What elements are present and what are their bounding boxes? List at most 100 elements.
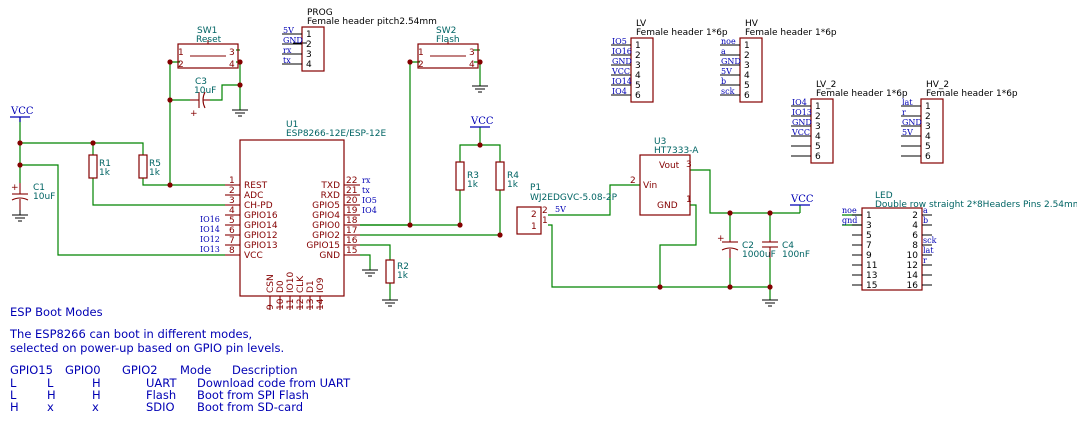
vcc-symbol-left: VCC (10, 106, 34, 122)
u1-pin-num: 20 (346, 196, 358, 206)
u3-pin-num: 2 (630, 176, 636, 186)
r4-resistor: R4 1k (495, 161, 519, 191)
u1-pin-name: IO10 (286, 272, 296, 293)
u1-pin-name: IO9 (316, 277, 326, 293)
wires (19, 49, 862, 300)
u1-pin-name: VCC (244, 251, 263, 261)
p1-power-connector: P1 WJ2EDGVC-5.08-2P 2 1 2 1 5V (516, 183, 618, 235)
p1-pin: 1 (531, 222, 537, 232)
u1-pin-num: 3 (229, 196, 235, 206)
hv-pin-num: 2 (744, 51, 750, 61)
lv-ref: LV (636, 19, 647, 29)
u1-pin-name: GPIO14 (244, 221, 278, 231)
hv-pin-num: 3 (744, 61, 750, 71)
u1-pin-num: 10 (276, 298, 286, 310)
lv2-pin-num: 5 (815, 142, 821, 152)
hv2-pin-num: 5 (925, 142, 931, 152)
net-label: GND (902, 118, 922, 127)
u1-pin-num: 4 (229, 206, 235, 216)
net-label: IO14 (612, 77, 632, 86)
net-label: a (923, 206, 928, 215)
sw2-pin: 4 (469, 60, 475, 70)
lv-pin-num: 2 (635, 51, 641, 61)
sw2-value: Flash (436, 35, 460, 45)
sw2-ref: SW2 (436, 26, 456, 36)
net-label: IO4 (792, 98, 807, 107)
c3-capacitor: + C3 10uF (190, 77, 216, 119)
r1-value: 1k (99, 168, 111, 178)
u1-pin-num: 15 (346, 246, 357, 256)
sw2-flash-switch: SW2 Flash 1 2 3 4 (417, 26, 479, 70)
r1-ref: R1 (99, 159, 111, 169)
net-label: rx (283, 46, 292, 55)
u1-pin-name: GPIO12 (244, 231, 278, 241)
r1-resistor: R1 1k (88, 154, 111, 179)
led-pin-num: 8 (912, 241, 918, 251)
led-pin-num: 6 (912, 231, 918, 241)
table-cell: Boot from SD-card (197, 400, 303, 414)
c4-capacitor: C4 100nF (762, 240, 810, 260)
net-label: IO13 (200, 245, 220, 254)
net-label: GND (792, 118, 812, 127)
u1-pin-name: GPIO0 (312, 221, 340, 231)
led-value: Double row straight 2*8Headers Pins 2.54… (875, 200, 1077, 210)
u1-pin-num: 18 (346, 216, 358, 226)
prog-body (301, 26, 325, 72)
u1-pin-num: 7 (229, 236, 235, 246)
vcc-symbol-pullup: VCC (470, 116, 494, 128)
table-cell: H (92, 388, 101, 402)
vcc-symbol-regulator: VCC (790, 194, 814, 206)
lv2-value: Female header 1*6p (816, 89, 908, 99)
hv2-ref: HV_2 (926, 80, 949, 90)
r2-ref: R2 (397, 262, 409, 272)
net-label: 5V (283, 26, 294, 35)
led-header: LED Double row straight 2*8Headers Pins … (842, 191, 1077, 291)
vcc-label: VCC (10, 106, 34, 117)
led-ref: LED (875, 191, 893, 201)
u1-pin-num: 16 (346, 236, 358, 246)
u3-pin-name: GND (657, 201, 678, 211)
u1-pin-num: 5 (229, 216, 235, 226)
hv2-pin-num: 2 (925, 112, 931, 122)
net-label: IO12 (200, 235, 220, 244)
led-pin-num: 12 (907, 261, 918, 271)
table-cell: x (47, 400, 54, 414)
net-label: noe (842, 206, 857, 215)
led-pin-num: 11 (866, 261, 877, 271)
lv-body (630, 37, 654, 103)
sw1-reset-switch: SW1 Reset 1 2 3 4 (177, 26, 239, 70)
table-header: GPIO15 (10, 363, 53, 377)
hv2-pin-num: 4 (925, 132, 931, 142)
lv-pin-num: 3 (635, 61, 641, 71)
net-label: GND (721, 57, 741, 66)
hv-pin-num: 6 (744, 91, 750, 101)
lv-value: Female header 1*6p (636, 28, 728, 38)
prog-pin-num: 2 (306, 40, 312, 50)
sw2-pin: 2 (418, 60, 424, 70)
net-label: IO16 (612, 47, 632, 56)
p1-pin: 2 (531, 210, 537, 220)
table-cell: x (92, 400, 99, 414)
net-label: lat (902, 98, 913, 107)
net-label: noe (721, 37, 736, 46)
lv-pin-num: 5 (635, 81, 641, 91)
u1-pin-num: 2 (229, 186, 235, 196)
r3-resistor: R3 1k (455, 161, 479, 191)
table-cell: H (47, 388, 56, 402)
led-pin-num: 10 (907, 251, 919, 261)
table-header: Mode (180, 363, 211, 377)
c4-value: 100nF (782, 250, 810, 260)
net-label: 5V (721, 67, 732, 76)
net-label: GND (283, 36, 303, 45)
prog-pin-num: 3 (306, 50, 312, 60)
u1-pin-num: 12 (296, 299, 306, 310)
hv-pin-num: 5 (744, 81, 750, 91)
u1-pin-num: 22 (346, 176, 357, 186)
c3-value: 10uF (194, 86, 216, 96)
net-label: tx (362, 186, 370, 195)
u1-pin-name: GND (319, 251, 340, 261)
table-cell: H (92, 376, 101, 390)
